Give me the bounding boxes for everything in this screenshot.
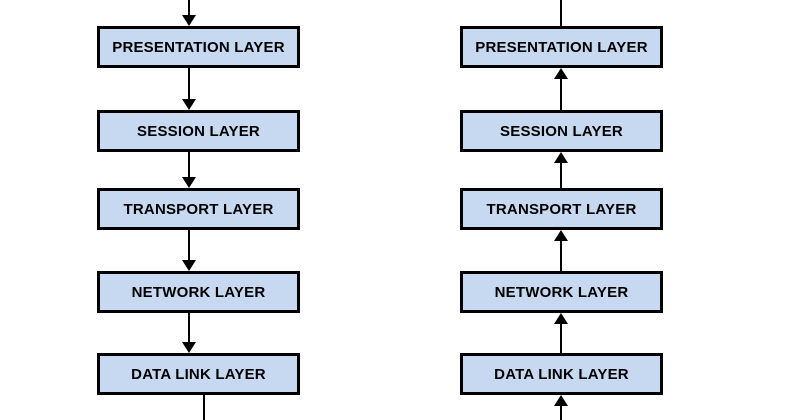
arrow-line [560, 406, 562, 420]
arrow-up-icon [554, 68, 568, 79]
arrow-up-icon [554, 395, 568, 406]
layer-box-transport-right: TRANSPORT LAYER [460, 188, 663, 230]
arrow-line [560, 79, 562, 110]
layer-box-presentation-right: PRESENTATION LAYER [460, 26, 663, 68]
layer-box-presentation-left: PRESENTATION LAYER [97, 26, 300, 68]
arrow-line [560, 163, 562, 188]
layer-box-session-left: SESSION LAYER [97, 110, 300, 152]
arrow-down-icon [182, 260, 196, 271]
arrow-line [560, 241, 562, 271]
arrow-line [560, 324, 562, 353]
arrow-line [203, 395, 205, 420]
arrow-down-icon [182, 15, 196, 26]
arrow-line [188, 230, 190, 260]
arrow-line [188, 313, 190, 342]
arrow-down-icon [182, 177, 196, 188]
arrow-line [188, 68, 190, 99]
layer-box-session-right: SESSION LAYER [460, 110, 663, 152]
arrow-line [560, 0, 562, 26]
layer-box-datalink-right: DATA LINK LAYER [460, 353, 663, 395]
layer-box-datalink-left: DATA LINK LAYER [97, 353, 300, 395]
arrow-line [188, 152, 190, 177]
arrow-down-icon [182, 342, 196, 353]
layer-box-network-left: NETWORK LAYER [97, 271, 300, 313]
arrow-up-icon [554, 313, 568, 324]
layer-box-network-right: NETWORK LAYER [460, 271, 663, 313]
layer-box-transport-left: TRANSPORT LAYER [97, 188, 300, 230]
arrow-up-icon [554, 152, 568, 163]
arrow-up-icon [554, 230, 568, 241]
arrow-line [188, 0, 190, 16]
arrow-down-icon [182, 99, 196, 110]
